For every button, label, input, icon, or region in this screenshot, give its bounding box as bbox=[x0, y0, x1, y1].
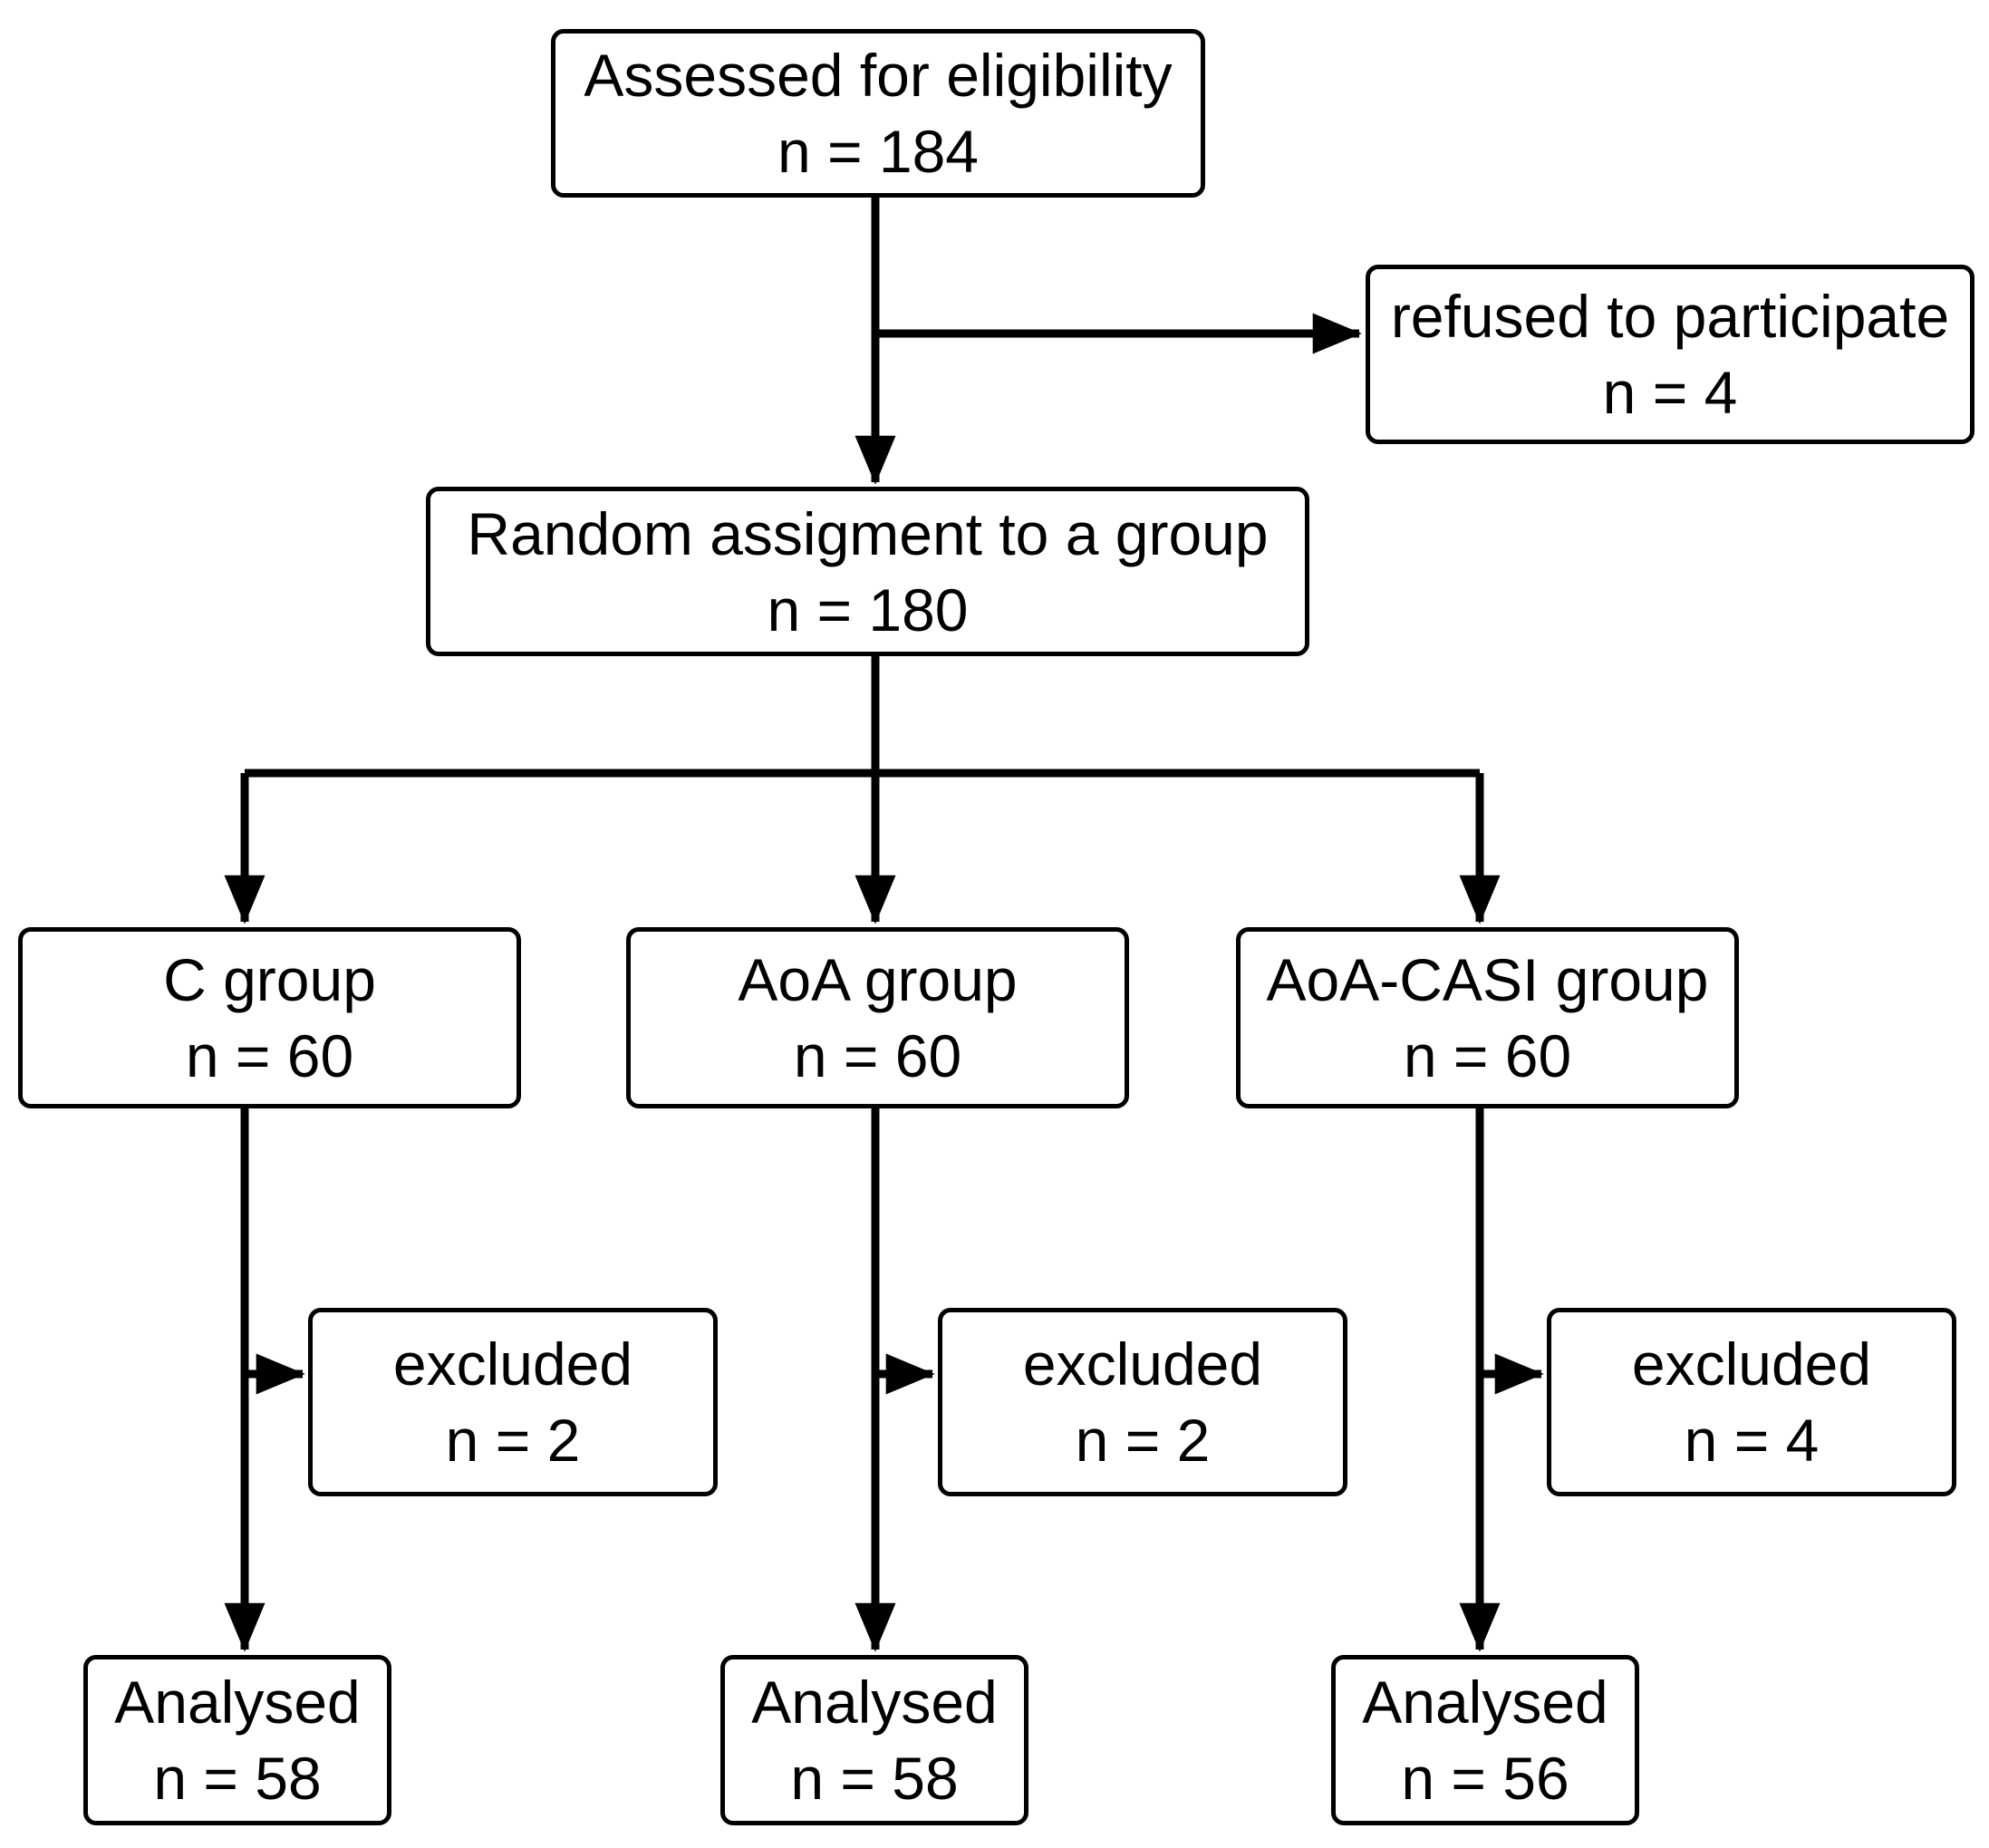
node-analysed-aoa-casi: Analysed n = 56 bbox=[1331, 1655, 1639, 1825]
node-aoa-group: AoA group n = 60 bbox=[626, 927, 1129, 1108]
node-analysed-aoa-casi-count: n = 56 bbox=[1401, 1745, 1569, 1812]
node-excluded-aoa-casi-count: n = 4 bbox=[1684, 1407, 1820, 1474]
node-excluded-aoa-label: excluded bbox=[1022, 1330, 1263, 1398]
node-excluded-aoa-count: n = 2 bbox=[1075, 1407, 1211, 1474]
node-assessed-label: Assessed for eligibility bbox=[584, 42, 1173, 109]
node-aoa-group-label: AoA group bbox=[738, 946, 1018, 1013]
node-excluded-c: excluded n = 2 bbox=[308, 1308, 718, 1496]
node-aoa-casi-group-count: n = 60 bbox=[1403, 1022, 1572, 1089]
node-excluded-c-label: excluded bbox=[392, 1330, 633, 1398]
node-analysed-c-label: Analysed bbox=[114, 1669, 361, 1736]
node-random-assignment: Random assigment to a group n = 180 bbox=[426, 487, 1309, 656]
node-random-count: n = 180 bbox=[767, 576, 969, 643]
node-aoa-casi-group-label: AoA-CASI group bbox=[1266, 946, 1709, 1013]
node-analysed-aoa-label: Analysed bbox=[751, 1669, 998, 1736]
node-excluded-c-count: n = 2 bbox=[445, 1407, 581, 1474]
node-random-label: Random assigment to a group bbox=[467, 499, 1269, 567]
node-analysed-c: Analysed n = 58 bbox=[83, 1655, 391, 1825]
node-excluded-aoa-casi: excluded n = 4 bbox=[1547, 1308, 1956, 1496]
node-assessed-count: n = 184 bbox=[777, 118, 980, 185]
node-analysed-aoa: Analysed n = 58 bbox=[720, 1655, 1028, 1825]
node-aoa-group-count: n = 60 bbox=[793, 1022, 962, 1089]
node-analysed-aoa-casi-label: Analysed bbox=[1362, 1669, 1608, 1736]
node-refused-to-participate: refused to participate n = 4 bbox=[1366, 265, 1975, 444]
node-c-group: C group n = 60 bbox=[18, 927, 521, 1108]
node-c-group-label: C group bbox=[163, 946, 376, 1013]
node-refused-count: n = 4 bbox=[1602, 359, 1738, 426]
node-assessed-for-eligibility: Assessed for eligibility n = 184 bbox=[551, 29, 1205, 198]
node-c-group-count: n = 60 bbox=[185, 1022, 354, 1089]
node-excluded-aoa-casi-label: excluded bbox=[1631, 1330, 1872, 1398]
node-aoa-casi-group: AoA-CASI group n = 60 bbox=[1236, 927, 1739, 1108]
node-analysed-c-count: n = 58 bbox=[153, 1745, 322, 1812]
node-excluded-aoa: excluded n = 2 bbox=[938, 1308, 1347, 1496]
node-analysed-aoa-count: n = 58 bbox=[790, 1745, 959, 1812]
node-refused-label: refused to participate bbox=[1390, 283, 1950, 350]
